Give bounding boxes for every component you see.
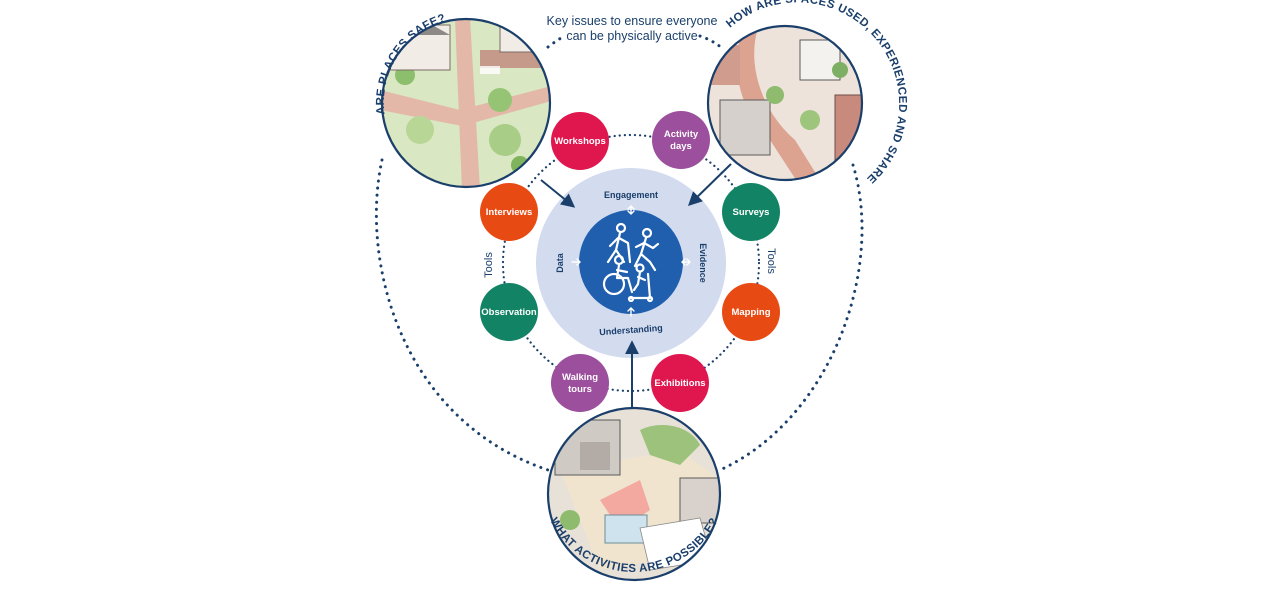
tool-exhibitions: Exhibitions xyxy=(651,354,709,412)
header-note-line1: Key issues to ensure everyone xyxy=(547,14,718,28)
tools-label-right: Tools xyxy=(765,248,777,274)
tools-dotted-ring xyxy=(501,133,761,393)
tool-label: Workshops xyxy=(554,136,606,147)
flow-arrows xyxy=(540,163,732,408)
tool-label: days xyxy=(670,141,692,152)
tool-label: tours xyxy=(568,384,592,395)
tool-observation: Observation xyxy=(480,283,538,341)
evidence-label: Evidence xyxy=(698,243,708,283)
outer-dotted-loop xyxy=(374,34,864,472)
tool-label: Surveys xyxy=(733,207,770,218)
tool-walking-tours: Walking tours xyxy=(551,354,609,412)
tool-label: Mapping xyxy=(731,307,770,318)
tool-label: Interviews xyxy=(486,207,532,218)
park-crossing-illustration xyxy=(380,17,552,189)
tool-surveys: Surveys xyxy=(722,183,780,241)
data-label: Data xyxy=(555,252,565,273)
tool-label: Observation xyxy=(481,307,537,318)
tools-label-left: Tools xyxy=(483,252,495,278)
tool-workshops: Workshops xyxy=(551,112,609,170)
header-note-line2: can be physically active xyxy=(566,29,697,43)
tool-activity-days: Activity days xyxy=(652,111,710,169)
tool-interviews: Interviews xyxy=(480,183,538,241)
tool-label: Exhibitions xyxy=(654,378,705,389)
tool-label: Walking xyxy=(562,372,598,383)
center-direction-arrows xyxy=(571,205,691,317)
street-buildings-illustration xyxy=(706,24,864,182)
tool-mapping: Mapping xyxy=(722,283,780,341)
understanding-label: Understanding xyxy=(599,323,663,337)
engagement-label: Engagement xyxy=(604,190,658,200)
tool-label: Activity xyxy=(664,129,699,140)
people-activity-icon xyxy=(602,222,660,303)
plaza-activities-illustration xyxy=(546,406,722,582)
